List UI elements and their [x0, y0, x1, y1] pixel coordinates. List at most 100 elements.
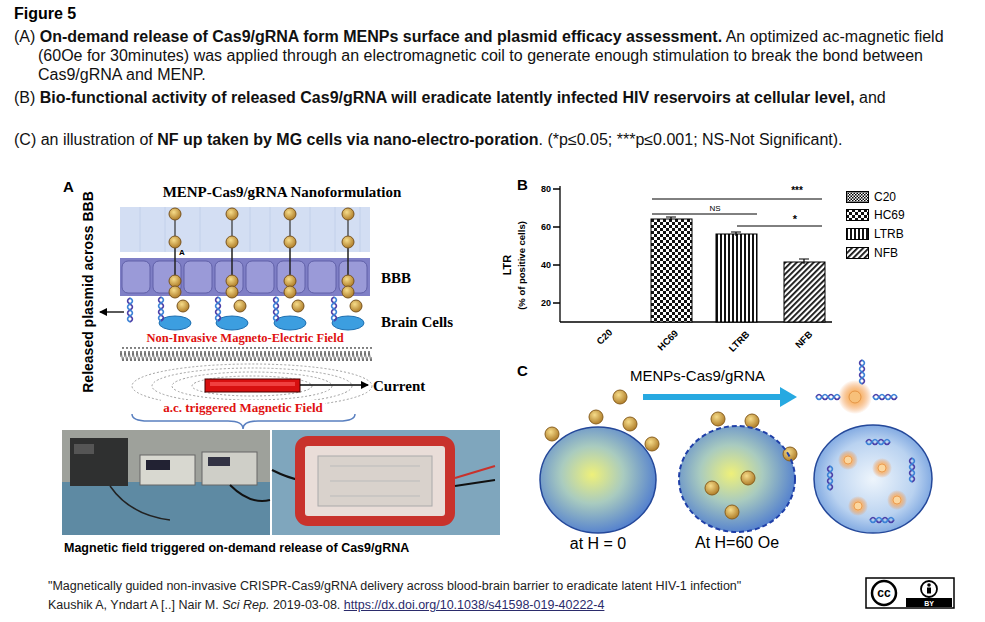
released-menp-part	[873, 395, 897, 400]
nanoparticle-part	[848, 496, 868, 516]
nanoparticle-column-part	[226, 275, 238, 287]
category-label: LTRB	[727, 328, 752, 353]
nanoparticle-part	[545, 427, 559, 441]
significance-mark: NS	[709, 204, 720, 213]
nanoparticle-column-part	[342, 286, 354, 298]
released-plasmid-part	[177, 300, 189, 312]
released-plasmid-part	[234, 300, 246, 312]
significance-line-part	[652, 214, 757, 215]
nanoparticle-part	[872, 458, 892, 478]
lab-photo-part	[70, 438, 128, 486]
significance-line-part	[737, 226, 822, 227]
released-menp-part	[849, 391, 861, 403]
cell-fill-part	[540, 427, 656, 533]
nanoparticle-column-part	[169, 286, 181, 298]
citation-link: https://dx.doi.org/10.1038/s41598-019-40…	[344, 598, 605, 612]
cell-fill	[540, 425, 932, 533]
nanoparticle-part	[711, 412, 725, 426]
endothelium-band-part	[140, 207, 360, 252]
panel-heading: MENP-Cas9/gRNA Nanoformulation	[163, 184, 402, 201]
nanoparticle-column-part	[342, 275, 354, 287]
figure-title: Figure 5	[14, 5, 76, 23]
license-text: cc	[877, 586, 890, 600]
legend-swatch	[846, 247, 869, 259]
magneto-electric-wave-part	[120, 347, 372, 361]
nanoparticle-part	[910, 458, 915, 482]
cell-caption: at H = 0	[570, 535, 626, 553]
coil-photo-part	[455, 466, 495, 478]
caption-paragraph: (B) Bio-functional activity of released …	[14, 88, 944, 107]
coil-photo-part	[455, 480, 495, 486]
bbb-band-part	[184, 261, 212, 293]
caption-paragraph: (A) On-demand release of Cas9/gRNA form …	[14, 27, 944, 84]
lab-photo-part	[140, 455, 195, 485]
caption-text: (B)	[14, 89, 35, 106]
magnetic-field-lines-part	[192, 376, 312, 396]
nanoparticle-column	[169, 208, 354, 298]
nanoparticle-column-part	[226, 208, 238, 220]
license-badge	[866, 578, 954, 608]
released-plasmid-part	[159, 297, 164, 321]
bbb-band	[120, 258, 370, 296]
caption-text: (C)	[14, 131, 36, 148]
lab-photo-part	[230, 485, 270, 501]
legend-text: LTRB	[874, 227, 904, 241]
significance-line-part	[652, 199, 822, 200]
nanoparticle-part	[870, 518, 894, 523]
released-plasmid-part	[128, 298, 133, 322]
bbb-band-part	[246, 261, 274, 293]
nanoparticle-part	[623, 417, 637, 431]
tick-label: 40	[541, 260, 551, 270]
released-menp-part	[860, 360, 865, 384]
released-menp	[816, 360, 897, 414]
released-plasmid-part	[332, 297, 337, 321]
lab-photo-part	[202, 452, 257, 485]
citation-text: Sci Rep.	[222, 598, 269, 612]
lab-photo-part	[110, 486, 170, 520]
nanoparticle-part	[645, 437, 659, 451]
legend-text: NFB	[874, 246, 898, 260]
cell-caption: At H=60 Oe	[695, 534, 779, 552]
menp-arrow	[613, 387, 797, 407]
nanoparticle-part	[589, 410, 603, 424]
license-badge-part	[906, 598, 952, 607]
chart-axes-part	[559, 186, 560, 322]
released-menp-part	[838, 380, 872, 414]
coil-rod-part	[205, 379, 300, 392]
layer-label: BBB	[381, 270, 411, 287]
cell-node: at H = 0	[539, 426, 657, 534]
legend-text: C20	[874, 190, 896, 204]
caption-text: On-demand release of Cas9/gRNA form MENP…	[40, 28, 722, 45]
menp-arrow-part	[643, 394, 780, 400]
cell-fill-part	[679, 426, 795, 532]
coil-rod-part	[210, 382, 295, 386]
brace-part	[132, 414, 355, 429]
nanoparticle-column-part	[169, 208, 181, 220]
legend-swatch-rect	[847, 192, 869, 203]
caption-text: an illustration of	[41, 131, 153, 148]
axis-title: LTR	[501, 255, 513, 276]
bar-part	[716, 234, 757, 322]
lab-photo-part	[146, 460, 170, 470]
photo-caption: Magnetic field triggered on-demand relea…	[64, 541, 409, 555]
caption-text: NF up taken by MG cells via nano-electro…	[157, 131, 538, 148]
magnetic-field-lines-part	[152, 368, 352, 404]
error-bar-part	[666, 217, 809, 264]
legend-swatch	[846, 209, 869, 221]
endothelium-band	[120, 207, 370, 252]
license-badge-part	[872, 581, 896, 605]
nanoparticle-column-part	[226, 236, 238, 248]
nanoparticle-column-part	[169, 236, 181, 248]
legend-swatch-rect	[847, 248, 869, 259]
nanoparticle-part	[866, 440, 890, 445]
coil-photo	[272, 430, 500, 535]
magnetic-field-lines-part	[172, 372, 332, 400]
significance-mark: *	[793, 213, 797, 225]
tick-label: 80	[541, 184, 551, 194]
legend-swatch	[846, 191, 869, 203]
particle-label: MENPs-Cas9/gRNA	[630, 367, 765, 384]
bar	[651, 219, 825, 322]
caption-text: and	[859, 89, 886, 106]
current-label: Current	[373, 378, 425, 395]
released-plasmid-part	[350, 300, 362, 312]
